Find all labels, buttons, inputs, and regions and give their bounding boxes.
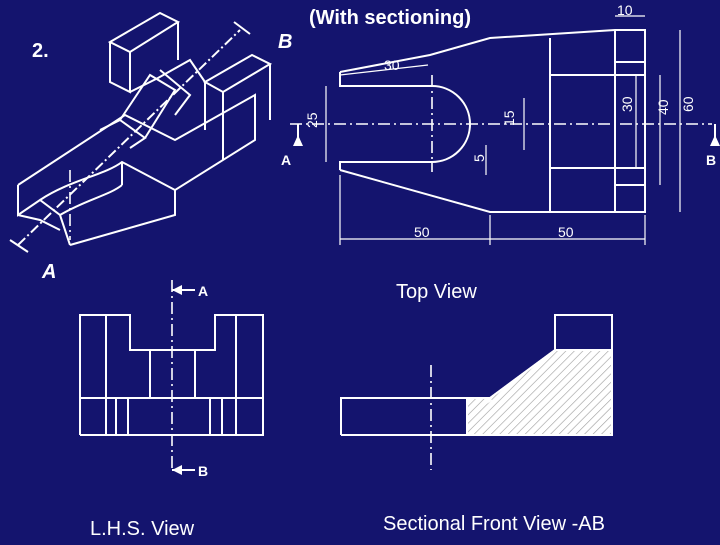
iso-label-a: A (41, 261, 56, 283)
dim-40: 40 (655, 99, 671, 115)
iso-label-b: B (278, 31, 292, 53)
lhs-view: A B L.H.S. View (79, 280, 264, 540)
dim-50-left: 50 (414, 224, 430, 240)
top-view: 30 25 15 30 40 60 10 5 50 50 A B Top Vie… (281, 2, 720, 303)
dim-5: 5 (471, 154, 487, 162)
dim-50-right: 50 (558, 224, 574, 240)
dim-30-top: 30 (384, 57, 400, 73)
dim-30-vert: 30 (619, 96, 635, 112)
lhs-label-a: A (198, 283, 208, 299)
subtitle: (With sectioning) (309, 7, 471, 29)
dim-top-10: 10 (617, 2, 633, 18)
lhs-view-label: L.H.S. View (90, 518, 195, 540)
top-label-b: B (706, 152, 716, 168)
lhs-label-b: B (198, 463, 208, 479)
problem-number: 2. (32, 40, 49, 62)
dim-60: 60 (680, 96, 696, 112)
section-hatch (467, 350, 612, 435)
top-label-a: A (281, 152, 291, 168)
dim-25: 25 (304, 112, 320, 128)
top-view-label: Top View (396, 281, 477, 303)
dim-15: 15 (501, 110, 517, 126)
sectional-front-view: Sectional Front View -AB (340, 314, 613, 535)
sectional-front-label: Sectional Front View -AB (383, 513, 605, 535)
isometric-sketch: A B (9, 11, 292, 283)
